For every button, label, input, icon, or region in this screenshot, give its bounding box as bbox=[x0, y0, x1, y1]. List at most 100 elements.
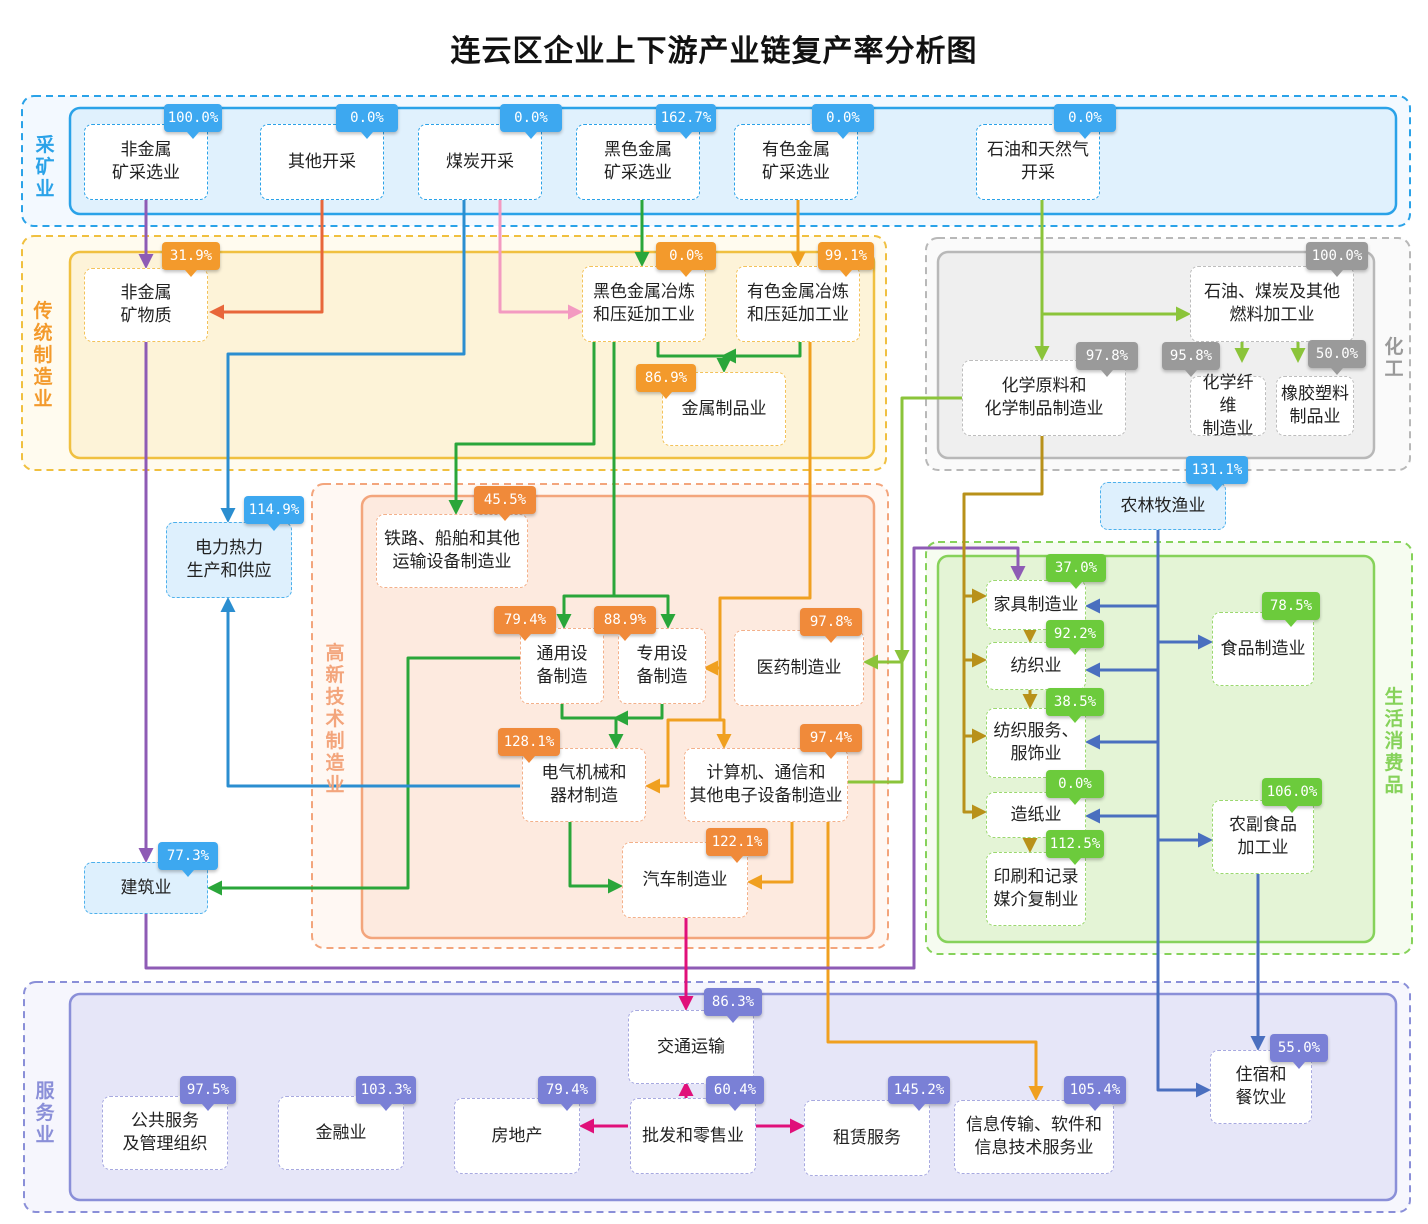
node-label: 有色金属 矿采选业 bbox=[762, 140, 830, 183]
node-chem-materials[interactable]: 化学原料和 化学制品制造业 bbox=[962, 360, 1126, 436]
node-construction[interactable]: 建筑业 bbox=[84, 862, 208, 914]
diagram-title: 连云区企业上下游产业链复产率分析图 bbox=[450, 34, 978, 69]
flow-arrow bbox=[645, 718, 724, 794]
node-ferrous-mining[interactable]: 黑色金属 矿采选业 bbox=[576, 124, 700, 200]
rate-badge: 37.0% bbox=[1046, 554, 1106, 589]
node-real-estate[interactable]: 房地产 bbox=[454, 1098, 580, 1174]
node-nonmetal-mineral[interactable]: 非金属 矿物质 bbox=[84, 268, 208, 342]
node-label: 食品制造业 bbox=[1220, 638, 1306, 659]
rate-badge: 100.0% bbox=[1306, 242, 1368, 277]
rate-badge: 38.5% bbox=[1046, 688, 1104, 723]
flow-arrow bbox=[568, 822, 623, 894]
node-label: 电力热力 生产和供应 bbox=[186, 538, 272, 581]
node-rubber-plastic[interactable]: 橡胶塑料 制品业 bbox=[1276, 376, 1354, 436]
node-food-mfg[interactable]: 食品制造业 bbox=[1212, 612, 1314, 686]
rate-badge: 78.5% bbox=[1262, 592, 1320, 627]
node-electrical[interactable]: 电气机械和 器材制造 bbox=[522, 748, 646, 822]
flow-arrow bbox=[556, 342, 616, 629]
rate-badge: 79.4% bbox=[538, 1076, 596, 1111]
node-label: 公共服务 及管理组织 bbox=[122, 1111, 208, 1154]
node-label: 专用设 备制造 bbox=[636, 644, 688, 687]
node-it-services[interactable]: 信息传输、软件和 信息技术服务业 bbox=[954, 1100, 1114, 1174]
node-label: 铁路、船舶和其他 运输设备制造业 bbox=[384, 529, 520, 572]
node-leasing[interactable]: 租赁服务 bbox=[804, 1100, 930, 1176]
region-label-consumer: 生 活 消 费 品 bbox=[1384, 686, 1404, 796]
flow-arrow bbox=[207, 656, 520, 896]
region-label-mining: 采 矿 业 bbox=[35, 134, 55, 200]
flow-arrow bbox=[962, 436, 1044, 820]
node-power-heat[interactable]: 电力热力 生产和供应 bbox=[166, 522, 292, 598]
node-label: 计算机、通信和 其他电子设备制造业 bbox=[689, 763, 843, 806]
flow-arrow bbox=[747, 822, 794, 890]
flow-arrow bbox=[209, 200, 324, 320]
rate-badge: 60.4% bbox=[706, 1076, 764, 1111]
node-label: 橡胶塑料 制品业 bbox=[1281, 384, 1349, 427]
rate-badge: 105.4% bbox=[1064, 1076, 1126, 1111]
node-label: 非金属 矿物质 bbox=[120, 283, 172, 326]
node-metal-products[interactable]: 金属制品业 bbox=[662, 372, 786, 446]
rate-badge: 0.0% bbox=[500, 104, 562, 139]
node-label: 房地产 bbox=[491, 1125, 543, 1146]
flow-arrow bbox=[614, 594, 676, 629]
rate-badge: 106.0% bbox=[1262, 778, 1322, 813]
node-general-equip[interactable]: 通用设 备制造 bbox=[520, 628, 604, 704]
node-label: 通用设 备制造 bbox=[536, 644, 588, 687]
node-special-equip[interactable]: 专用设 备制造 bbox=[618, 628, 706, 704]
node-pharma[interactable]: 医药制造业 bbox=[734, 630, 864, 706]
node-nonferrous-smelting[interactable]: 有色金属冶炼 和压延加工业 bbox=[736, 266, 860, 342]
node-computer-comm[interactable]: 计算机、通信和 其他电子设备制造业 bbox=[684, 748, 848, 822]
rate-badge: 97.4% bbox=[800, 724, 862, 759]
region-label-chemical: 化 工 bbox=[1384, 336, 1404, 380]
rate-badge: 79.4% bbox=[494, 606, 556, 641]
rate-badge: 88.9% bbox=[594, 606, 656, 641]
node-label: 交通运输 bbox=[657, 1036, 725, 1057]
rate-badge: 92.2% bbox=[1046, 620, 1104, 655]
node-ferrous-smelting[interactable]: 黑色金属冶炼 和压延加工业 bbox=[582, 266, 706, 342]
node-coal-mining[interactable]: 煤炭开采 bbox=[418, 124, 542, 200]
rate-badge: 97.5% bbox=[180, 1076, 236, 1111]
rate-badge: 145.2% bbox=[888, 1076, 950, 1111]
rate-badge: 0.0% bbox=[812, 104, 874, 139]
node-agri-food[interactable]: 农副食品 加工业 bbox=[1212, 800, 1314, 874]
node-printing[interactable]: 印刷和记录 媒介复制业 bbox=[986, 852, 1086, 926]
rate-badge: 100.0% bbox=[164, 104, 222, 139]
flow-arrow bbox=[703, 342, 812, 676]
node-label: 住宿和 餐饮业 bbox=[1235, 1065, 1287, 1108]
rate-badge: 95.8% bbox=[1162, 342, 1220, 377]
node-label: 家具制造业 bbox=[993, 594, 1079, 615]
node-rail-ship[interactable]: 铁路、船舶和其他 运输设备制造业 bbox=[376, 514, 528, 588]
node-label: 石油和天然气 开采 bbox=[987, 140, 1089, 183]
flow-arrow bbox=[560, 704, 624, 749]
flow-arrow bbox=[144, 546, 1026, 970]
flow-arrow bbox=[448, 342, 596, 515]
flow-arrow bbox=[826, 822, 1044, 1101]
rate-badge: 112.5% bbox=[1046, 830, 1104, 865]
node-label: 医药制造业 bbox=[756, 657, 842, 678]
node-label: 汽车制造业 bbox=[642, 869, 728, 890]
rate-badge: 103.3% bbox=[356, 1076, 416, 1111]
rate-badge: 86.9% bbox=[636, 364, 696, 399]
node-label: 租赁服务 bbox=[833, 1127, 901, 1148]
node-label: 石油、煤炭及其他 燃料加工业 bbox=[1204, 282, 1340, 325]
node-label: 建筑业 bbox=[120, 877, 172, 898]
node-label: 农林牧渔业 bbox=[1120, 495, 1206, 516]
node-petro-coal-fuel[interactable]: 石油、煤炭及其他 燃料加工业 bbox=[1190, 266, 1354, 342]
rate-badge: 97.8% bbox=[800, 608, 862, 643]
node-apparel[interactable]: 纺织服务、 服饰业 bbox=[986, 708, 1086, 778]
rate-badge: 0.0% bbox=[1046, 770, 1104, 805]
rate-badge: 99.1% bbox=[818, 242, 874, 277]
rate-badge: 31.9% bbox=[162, 242, 220, 277]
node-label: 金属制品业 bbox=[681, 398, 767, 419]
node-label: 黑色金属 矿采选业 bbox=[604, 140, 672, 183]
node-chem-fiber[interactable]: 化学纤维 制造业 bbox=[1190, 373, 1266, 439]
rate-badge: 162.7% bbox=[656, 104, 716, 139]
node-label: 金融业 bbox=[315, 1122, 367, 1143]
rate-badge: 128.1% bbox=[498, 728, 560, 763]
rate-badge: 131.1% bbox=[1186, 456, 1248, 491]
region-label-traditional: 传 统 制 造 业 bbox=[33, 300, 53, 410]
rate-badge: 77.3% bbox=[158, 842, 218, 877]
node-label: 印刷和记录 媒介复制业 bbox=[993, 867, 1079, 910]
rate-badge: 114.9% bbox=[244, 496, 304, 531]
node-label: 纺织业 bbox=[1010, 655, 1062, 676]
node-agri[interactable]: 农林牧渔业 bbox=[1100, 482, 1226, 530]
